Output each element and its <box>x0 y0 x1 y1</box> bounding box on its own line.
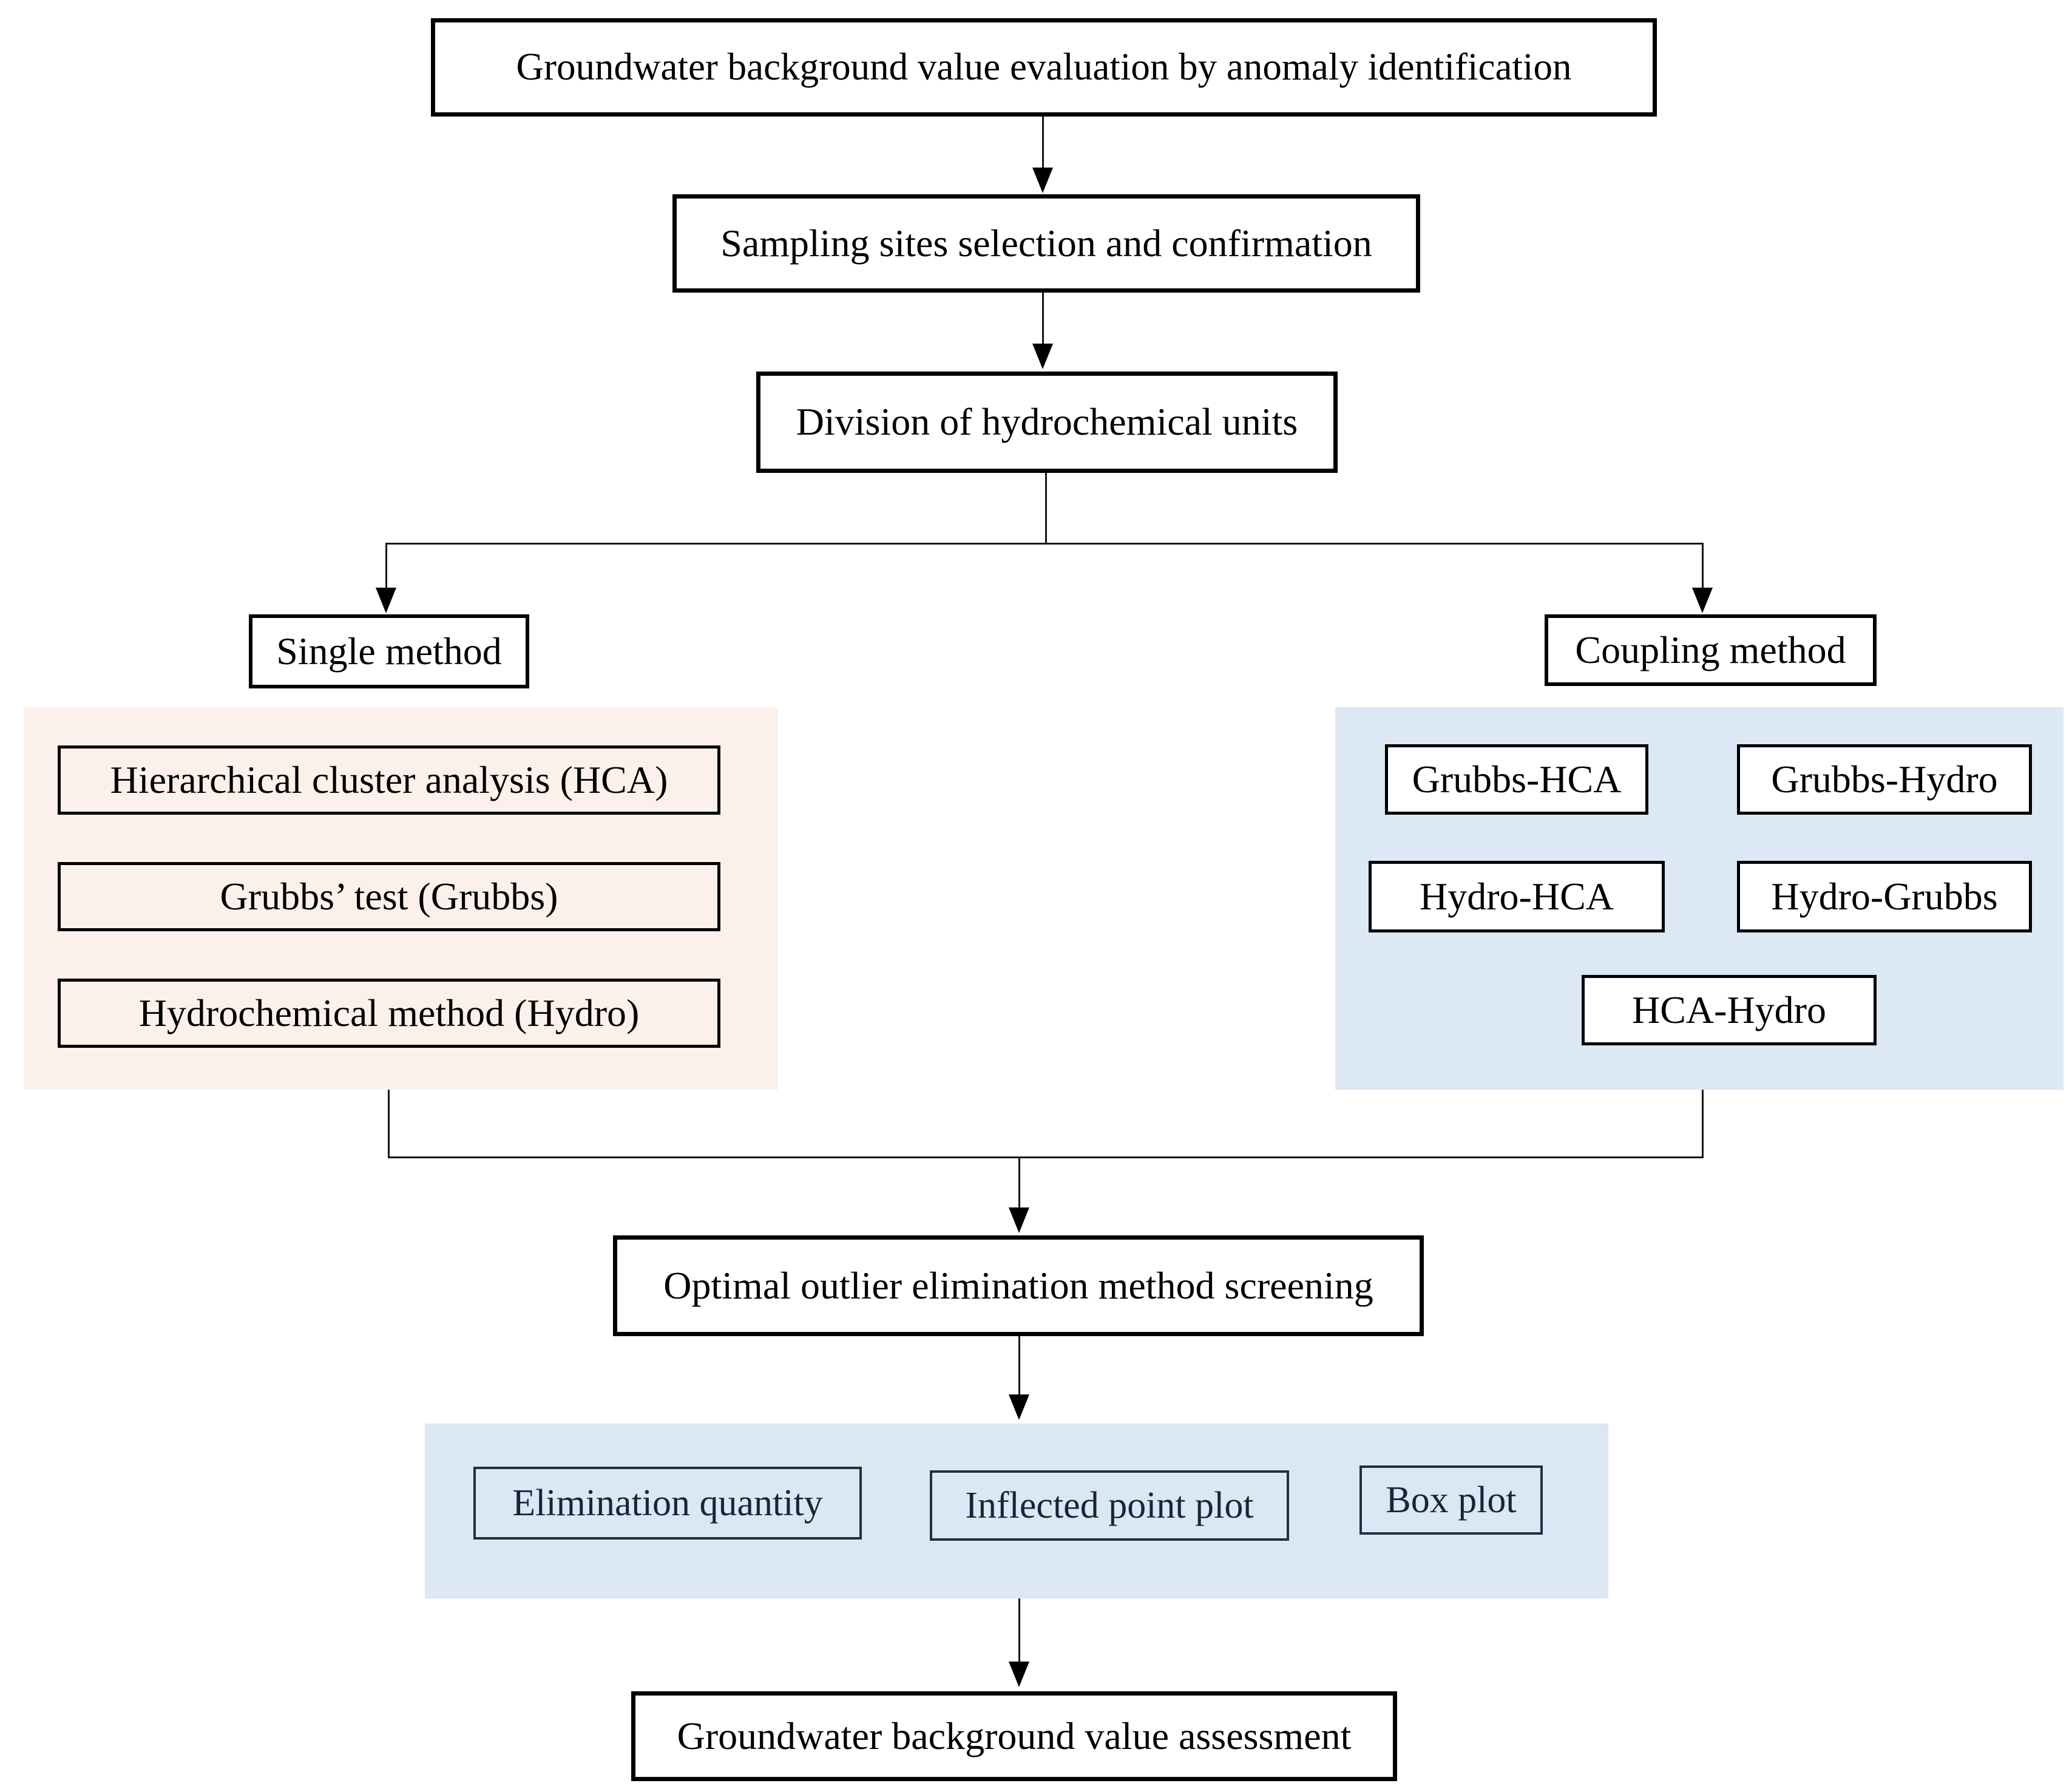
node-grubbs-hca: Grubbs-HCA <box>1385 744 1648 815</box>
arrow-down-icon <box>1032 168 1053 193</box>
arrow-down-icon <box>1009 1394 1029 1420</box>
node-single-method: Single method <box>249 614 529 688</box>
node-elimination-quantity: Elimination quantity <box>473 1467 862 1540</box>
connector-line <box>386 543 1703 545</box>
arrow-down-icon <box>1009 1662 1029 1687</box>
arrow-down-icon <box>1009 1207 1029 1233</box>
node-hca: Hierarchical cluster analysis (HCA) <box>58 745 720 815</box>
node-top: Groundwater background value evaluation … <box>431 18 1657 117</box>
node-grubbs-hydro: Grubbs-Hydro <box>1737 744 2032 815</box>
node-inflected-point-plot: Inflected point plot <box>930 1470 1289 1541</box>
connector-line <box>1042 117 1044 170</box>
node-hydro: Hydrochemical method (Hydro) <box>58 979 720 1048</box>
node-sampling: Sampling sites selection and confirmatio… <box>672 194 1420 293</box>
arrow-down-icon <box>1692 588 1713 613</box>
connector-line <box>1702 543 1704 590</box>
node-division: Division of hydrochemical units <box>756 372 1338 473</box>
arrow-down-icon <box>376 588 396 613</box>
node-hydro-grubbs: Hydro-Grubbs <box>1737 861 2032 932</box>
connector-line <box>388 1156 1704 1158</box>
node-grubbs: Grubbs’ test (Grubbs) <box>58 862 720 931</box>
connector-line <box>1042 293 1044 346</box>
node-hydro-hca: Hydro-HCA <box>1369 861 1665 932</box>
connector-line <box>1018 1336 1020 1396</box>
node-coupling-method: Coupling method <box>1545 614 1877 686</box>
connector-line <box>388 1090 390 1158</box>
node-box-plot: Box plot <box>1359 1465 1543 1535</box>
connector-line <box>1702 1090 1704 1158</box>
connector-line <box>1018 1598 1020 1663</box>
connector-line <box>1018 1156 1020 1209</box>
connector-line <box>385 543 387 590</box>
connector-line <box>1045 473 1047 545</box>
node-assessment: Groundwater background value assessment <box>631 1691 1397 1781</box>
node-hca-hydro: HCA-Hydro <box>1582 975 1877 1045</box>
node-optimal-screening: Optimal outlier elimination method scree… <box>613 1235 1424 1336</box>
arrow-down-icon <box>1032 344 1053 369</box>
